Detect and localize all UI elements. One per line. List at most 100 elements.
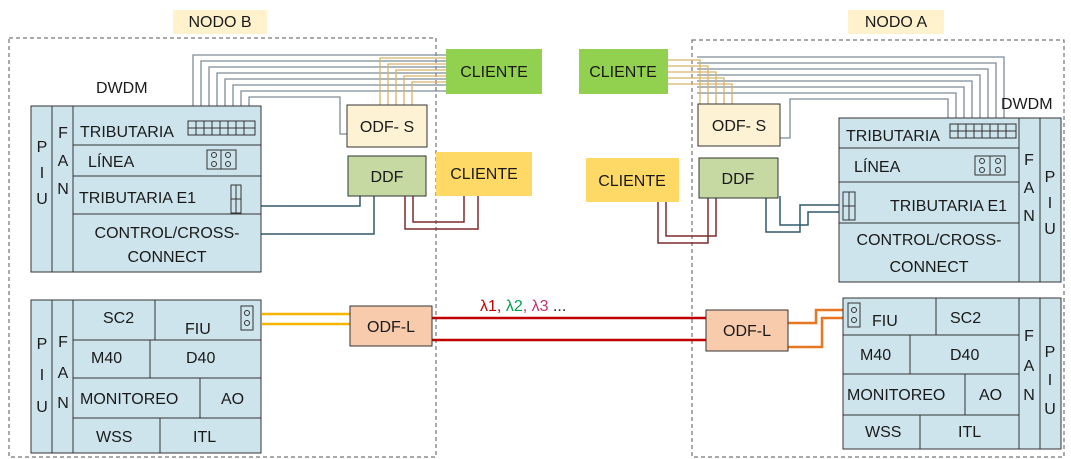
node-b-equipment-1 xyxy=(30,105,262,273)
node-b-odf-l-box xyxy=(349,305,433,347)
node-b-monitoreo: MONITOREO xyxy=(80,391,178,408)
node-b-title-box xyxy=(173,10,267,34)
node-b-d40: D40 xyxy=(186,350,215,367)
node-b-linea-port-icon xyxy=(206,149,237,170)
node-b-ao: AO xyxy=(221,391,244,408)
lambda-1: λ1 xyxy=(480,298,497,315)
node-a-e1-fibers xyxy=(657,196,840,244)
node-b-fan2-a: A xyxy=(58,365,69,382)
node-a-cliente-2-box xyxy=(586,158,679,202)
node-a-e1-port-icon xyxy=(842,191,856,221)
node-a-wss: WSS xyxy=(865,424,901,441)
node-a-tributaria-port-icon xyxy=(949,123,1017,139)
node-b-ddf-box xyxy=(347,155,427,197)
node-a-linea-port-icon xyxy=(974,155,1006,176)
node-b-fiu-port-icon xyxy=(240,305,254,331)
lambda-2: λ2 xyxy=(506,298,523,315)
node-b-control-line2: CONNECT xyxy=(127,249,206,266)
node-b-cliente-2-box xyxy=(436,152,532,196)
node-a-piu-u: U xyxy=(1044,221,1056,238)
node-b-fan-a: A xyxy=(58,153,69,170)
node-a-odf-l-box xyxy=(705,309,789,352)
node-a-piu2-p: P xyxy=(1045,344,1056,361)
node-a-sc2: SC2 xyxy=(950,310,981,327)
node-a-equipment-1 xyxy=(838,117,1062,283)
lambda-labels: λ1, λ2, λ3 ... xyxy=(480,298,566,315)
node-b-odf-l: ODF-L xyxy=(367,319,415,336)
node-a-odf-l: ODF-L xyxy=(723,323,771,340)
node-a-cliente-2: CLIENTE xyxy=(598,173,666,190)
node-a-ao: AO xyxy=(979,387,1002,404)
node-a-odf-s-box xyxy=(697,103,781,147)
node-b-fiu: FIU xyxy=(185,321,211,338)
node-a-fan-a: A xyxy=(1024,180,1035,197)
node-b-cliente-1: CLIENTE xyxy=(460,64,528,81)
node-a-monitoreo: MONITOREO xyxy=(847,387,945,404)
node-a-piu2-u: U xyxy=(1044,401,1056,418)
node-a-tributaria: TRIBUTARIA xyxy=(846,128,940,145)
node-a-fan2-a: A xyxy=(1024,358,1035,375)
node-a-odf-s: ODF- S xyxy=(712,118,766,135)
node-a-fan-f: F xyxy=(1024,152,1034,169)
node-a-fan-n: N xyxy=(1023,208,1035,225)
node-b-boundary xyxy=(8,37,437,458)
node-b-wss: WSS xyxy=(96,429,132,446)
node-a-ddf-box xyxy=(698,157,779,199)
lambda-3: λ3 xyxy=(532,298,549,315)
node-b-cliente-2: CLIENTE xyxy=(450,166,518,183)
lambda-ellipsis: ... xyxy=(553,298,566,315)
node-a-fan2-f: F xyxy=(1024,328,1034,345)
node-a-linea: LÍNEA xyxy=(854,157,901,176)
node-a-fan2-n: N xyxy=(1023,387,1035,404)
node-a-dwdm-label: DWDM xyxy=(1001,96,1053,113)
node-a-equipment-2 xyxy=(842,297,1062,450)
node-a-itl: ITL xyxy=(958,424,981,441)
node-b-e1-fibers xyxy=(241,195,479,235)
node-b-fan-f: F xyxy=(58,125,68,142)
lambda-sep-1: , xyxy=(497,298,501,315)
node-b-fan2-f: F xyxy=(58,334,68,351)
node-a-piu-p: P xyxy=(1045,169,1056,186)
node-b-piu2-p: P xyxy=(37,336,48,353)
node-b-fan-n: N xyxy=(57,181,69,198)
node-a-d40: D40 xyxy=(950,347,979,364)
node-b-title: NODO B xyxy=(188,14,251,31)
node-b-itl: ITL xyxy=(193,429,216,446)
node-b-odf-s: ODF- S xyxy=(360,119,414,136)
node-b-piu-i: I xyxy=(40,165,44,182)
node-b-control-line1: CONTROL/CROSS- xyxy=(95,225,240,242)
node-b-tributaria-e1: TRIBUTARIA E1 xyxy=(79,190,196,207)
node-a-cliente-1-box xyxy=(579,49,668,94)
node-a-tributaria-e1: TRIBUTARIA E1 xyxy=(890,198,1007,215)
node-b-tributaria-port-icon xyxy=(187,120,256,136)
node-b-linea: LÍNEA xyxy=(88,152,135,171)
node-b-sc2: SC2 xyxy=(103,310,134,327)
node-a-boundary xyxy=(691,39,1065,458)
node-a-cliente-1: CLIENTE xyxy=(589,64,657,81)
node-b-equipment-2 xyxy=(30,299,262,454)
node-a-m40: M40 xyxy=(860,347,891,364)
node-b-piu2-i: I xyxy=(40,367,44,384)
node-a-fiu: FIU xyxy=(872,313,898,330)
node-a-client-fibers xyxy=(667,56,1005,139)
node-a-piu-i: I xyxy=(1048,195,1052,212)
node-b-dwdm-label: DWDM xyxy=(96,80,148,97)
node-a-fiu-port-icon xyxy=(847,302,861,328)
node-a-title: NODO A xyxy=(865,14,928,31)
line-fibers xyxy=(262,308,852,349)
node-b-m40: M40 xyxy=(91,350,122,367)
node-b-piu2-u: U xyxy=(36,399,48,416)
node-a-ddf: DDF xyxy=(722,171,755,188)
node-b-ddf: DDF xyxy=(371,169,404,186)
node-b-fan2-n: N xyxy=(57,395,69,412)
node-a-control-line2: CONNECT xyxy=(889,259,968,276)
node-b-piu-u: U xyxy=(36,191,48,208)
node-b-odf-s-box xyxy=(346,104,428,148)
node-a-control-line1: CONTROL/CROSS- xyxy=(857,232,1002,249)
node-b-piu-p: P xyxy=(37,139,48,156)
node-b-cliente-1-box xyxy=(446,49,542,94)
node-b-e1-port-icon xyxy=(230,184,242,214)
node-b-tributaria: TRIBUTARIA xyxy=(80,124,174,141)
node-a-title-box xyxy=(848,10,944,34)
